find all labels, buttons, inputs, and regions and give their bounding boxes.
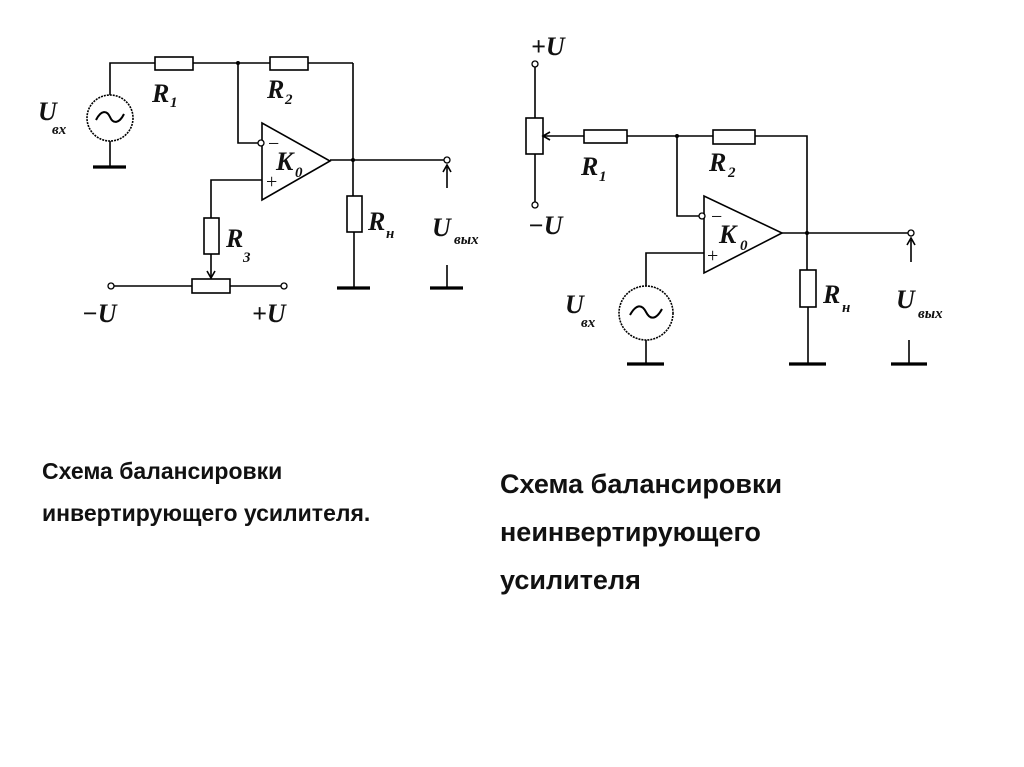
left-ac-tilde-icon xyxy=(95,111,125,123)
right-opamp-sublabel: 0 xyxy=(740,238,748,254)
right-circuit: +U −U R 1 R 2 K 0 − + U вх R н U вых xyxy=(525,32,943,366)
left-noninv-wire xyxy=(210,179,262,218)
right-r2-label: R xyxy=(708,148,726,177)
left-rload-sublabel: н xyxy=(386,226,394,242)
right-r2-resistor xyxy=(712,129,756,145)
left-rload-label: R xyxy=(367,207,385,236)
right-caption-line-3: усилителя xyxy=(500,565,641,595)
left-r2-sublabel: 2 xyxy=(284,92,293,108)
left-r1-resistor xyxy=(154,56,194,71)
left-output-junction-dot xyxy=(351,158,355,162)
right-source-label: U xyxy=(565,290,585,319)
left-r3-resistor xyxy=(203,217,220,255)
left-pos-supply-label: +U xyxy=(252,299,287,328)
left-circuit: U вх R 1 R 2 K 0 − + R 3 R н U вых −U +U xyxy=(38,56,479,328)
right-r1-sublabel: 1 xyxy=(599,169,607,185)
right-potentiometer xyxy=(525,117,544,155)
left-pos-supply-terminal xyxy=(280,282,288,290)
right-opamp-label: K xyxy=(718,220,738,249)
right-inv-input-wire xyxy=(676,136,701,217)
right-rload-label: R xyxy=(822,280,840,309)
right-r1-resistor xyxy=(583,129,628,144)
left-junction-dot xyxy=(236,61,240,65)
left-caption-line-2: инвертирующего усилителя. xyxy=(42,500,371,526)
left-inv-input-circle xyxy=(257,139,265,147)
left-caption-line-1: Схема балансировки xyxy=(42,458,283,484)
right-inv-input-circle xyxy=(698,212,706,220)
left-r1-label: R xyxy=(151,79,169,108)
right-noninv-wire xyxy=(645,252,704,286)
right-wiper-arrowhead-icon xyxy=(541,131,551,141)
right-r2-sublabel: 2 xyxy=(727,165,736,181)
left-inv-sign: − xyxy=(268,133,279,155)
left-opamp-label: K xyxy=(275,147,295,176)
right-output-sublabel: вых xyxy=(918,306,943,322)
right-neg-supply-terminal xyxy=(531,201,539,209)
left-r3-sublabel: 3 xyxy=(242,250,251,266)
right-ac-tilde-icon xyxy=(629,305,663,319)
right-r1-label: R xyxy=(580,152,598,181)
right-opamp-icon xyxy=(703,194,784,275)
right-rload-resistor xyxy=(799,269,817,308)
right-caption-line-1: Схема балансировки xyxy=(500,469,783,499)
right-caption-line-2: неинвертирующего xyxy=(500,517,761,547)
left-noninv-sign: + xyxy=(266,171,277,193)
right-noninv-sign: + xyxy=(707,245,718,267)
right-pos-supply-terminal xyxy=(531,60,539,68)
right-caption: Схема балансировки неинвертирующего усил… xyxy=(500,460,920,604)
right-rload-sublabel: н xyxy=(842,300,850,316)
left-output-label: U xyxy=(432,213,452,242)
left-r3-label: R xyxy=(225,224,243,253)
left-caption: Схема балансировки инвертирующего усилит… xyxy=(42,450,482,534)
left-opamp-icon xyxy=(261,121,332,202)
left-rload-resistor xyxy=(346,195,363,233)
right-output-junction-dot xyxy=(805,231,809,235)
left-r1-sublabel: 1 xyxy=(170,95,178,111)
left-source-sublabel: вх xyxy=(52,122,67,138)
left-neg-supply-terminal xyxy=(107,282,115,290)
left-inv-input-wire xyxy=(237,63,259,144)
left-wiper-arrowhead-icon xyxy=(206,270,216,280)
left-potentiometer xyxy=(191,278,231,294)
right-neg-supply-label: −U xyxy=(528,211,564,240)
right-feedback-wire xyxy=(755,135,808,270)
right-pos-supply-label: +U xyxy=(531,32,566,61)
left-output-arrowhead-icon xyxy=(442,163,452,173)
left-r2-label: R xyxy=(266,75,284,104)
left-output-sublabel: вых xyxy=(454,232,479,248)
right-output-arrowhead-icon xyxy=(906,236,916,246)
right-output-label: U xyxy=(896,285,916,314)
left-neg-supply-label: −U xyxy=(82,299,118,328)
right-source-sublabel: вх xyxy=(581,315,596,331)
left-opamp-sublabel: 0 xyxy=(295,165,303,181)
left-output-terminal xyxy=(443,156,451,164)
right-inv-sign: − xyxy=(711,206,722,228)
left-source-label: U xyxy=(38,97,58,126)
left-r2-resistor xyxy=(269,56,309,71)
right-output-terminal xyxy=(907,229,915,237)
left-source-top-wire xyxy=(109,62,155,95)
